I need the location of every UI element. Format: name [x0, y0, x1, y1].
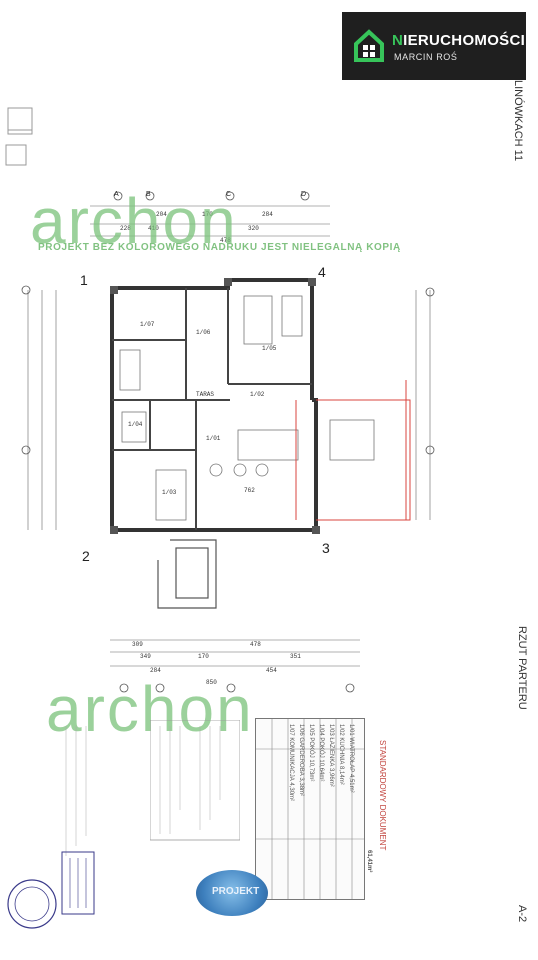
svg-text:284: 284 [150, 667, 161, 674]
architect-stamp [7, 879, 57, 929]
legend-row-5: 1/05 POKÓJ 10,73m² [308, 724, 314, 782]
svg-text:204: 204 [156, 211, 167, 218]
legend-row-6: 1/06 GARDEROBA 3,38m² [298, 724, 304, 797]
axis-letter-d: D [301, 191, 307, 198]
section-mark-4: 4 [318, 264, 326, 280]
svg-text:850: 850 [206, 679, 217, 686]
svg-text:309: 309 [132, 641, 143, 648]
section-mark-2: 2 [82, 548, 90, 564]
section-mark-1: 1 [80, 272, 88, 288]
svg-text:TARAS: TARAS [196, 391, 214, 398]
svg-text:1/03: 1/03 [162, 489, 177, 496]
svg-text:351: 351 [290, 653, 301, 660]
svg-text:478: 478 [220, 237, 231, 244]
axis-letter-a: A [114, 191, 119, 198]
legend-row-4: 1/04 POKÓJ 10,64m² [318, 724, 324, 782]
svg-text:478: 478 [250, 641, 261, 648]
svg-text:454: 454 [266, 667, 277, 674]
svg-text:349: 349 [140, 653, 151, 660]
svg-text:410: 410 [148, 225, 159, 232]
svg-text:284: 284 [262, 211, 273, 218]
svg-text:1/05: 1/05 [262, 345, 277, 352]
company-logo: NIERUCHOMOŚCI MARCIN ROŚ [342, 12, 526, 80]
svg-text:1/06: 1/06 [196, 329, 211, 336]
svg-text:1/04: 1/04 [128, 421, 143, 428]
legend-row-7: 1/07 KOMUNIKACJA 4,30m² [288, 724, 294, 802]
legend-total: 61,41m² [366, 850, 372, 873]
seal-text: PROJEKT [212, 886, 260, 897]
axis-letter-c: C [226, 191, 232, 198]
svg-text:170: 170 [202, 211, 213, 218]
brand-subtitle: MARCIN ROŚ [394, 52, 458, 62]
legend-title: STANDARDOWY DOKUMENT [378, 740, 387, 851]
svg-text:1/07: 1/07 [140, 321, 155, 328]
watermark-bottom: archon [46, 673, 254, 745]
watermark-top-tagline: PROJEKT BEZ KOLOROWEGO NADRUKU JEST NIEL… [38, 242, 401, 253]
licence-stamp [61, 851, 95, 915]
legend-row-2: 1/02 KUCHNIA 8,14m² [338, 724, 344, 785]
svg-text:228: 228 [120, 225, 131, 232]
section-mark-3: 3 [322, 540, 330, 556]
house-icon [354, 29, 384, 62]
svg-text:1/01: 1/01 [206, 435, 221, 442]
notes-box [150, 720, 240, 841]
svg-text:170: 170 [198, 653, 209, 660]
side-notes [65, 726, 87, 856]
room-legend [255, 718, 365, 900]
plan-title: RZUT PARTERU [516, 626, 528, 710]
legend-grid [256, 719, 364, 899]
hologram-seal [196, 870, 268, 916]
svg-text:320: 320 [248, 225, 259, 232]
svg-text:1/02: 1/02 [250, 391, 265, 398]
legend-row-1: 1/01 WIATROŁAP 4,51m² [348, 724, 354, 793]
watermark-top: archon [30, 185, 238, 257]
legend-row-3: 1/03 ŁAZIENKA 3,96m² [328, 724, 334, 787]
brand-name: NIERUCHOMOŚCI [392, 32, 526, 49]
street-label: LINÓWKACH 11 [512, 80, 524, 162]
sheet-number: A-2 [516, 905, 528, 923]
axis-letter-b: B [146, 191, 151, 198]
svg-text:762: 762 [244, 487, 255, 494]
